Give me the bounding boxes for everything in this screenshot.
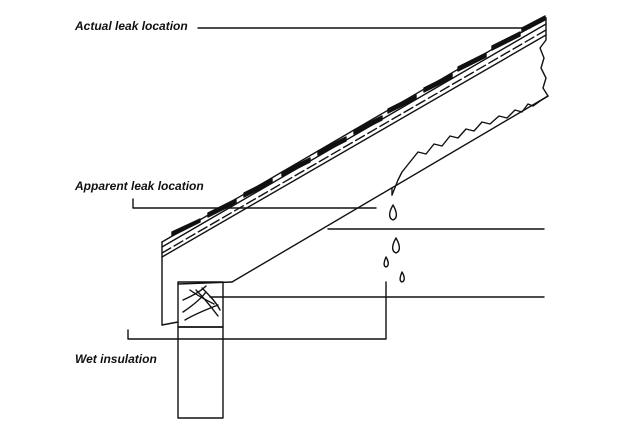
- leader-wet-insulation: [127, 281, 387, 340]
- leader-apparent-leak: [132, 198, 377, 209]
- label-apparent-leak-location: Apparent leak location: [75, 179, 204, 193]
- roof-deck: [161, 17, 549, 326]
- shingle: [353, 115, 383, 135]
- drop: [391, 237, 401, 254]
- insulation: [182, 285, 221, 321]
- wall-framing: [177, 281, 233, 419]
- shingle: [387, 94, 417, 114]
- drop: [383, 256, 389, 268]
- shingle: [317, 136, 347, 156]
- label-wet-insulation: Wet insulation: [75, 352, 157, 366]
- water-trail: [391, 95, 549, 196]
- drop: [388, 204, 398, 221]
- drop: [399, 271, 405, 283]
- shingle: [281, 157, 311, 177]
- shingle: [243, 178, 273, 198]
- label-actual-leak-location: Actual leak location: [75, 19, 188, 33]
- reference-lines: [209, 228, 545, 298]
- leader-lines: [127, 27, 531, 340]
- water-drops: [383, 204, 405, 283]
- shingle: [423, 73, 453, 93]
